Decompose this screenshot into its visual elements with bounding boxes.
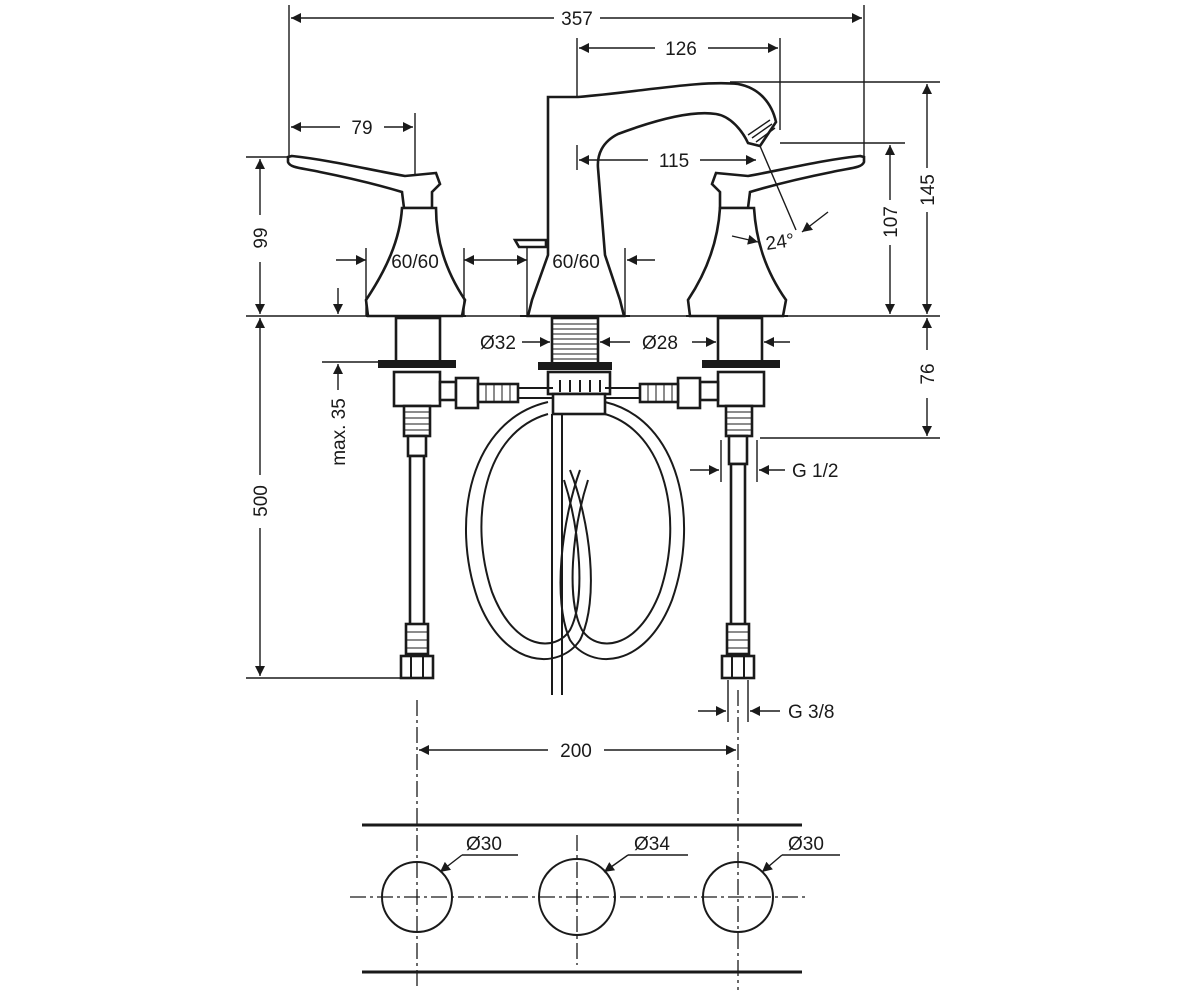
dimension-lines — [246, 5, 940, 990]
dim-60-60-left: 60/60 — [391, 252, 439, 273]
dim-max-35: max. 35 — [329, 398, 350, 466]
dim-107: 107 — [881, 206, 902, 238]
dim-angle: 24° — [764, 230, 795, 255]
dim-115: 115 — [659, 151, 689, 172]
dim-g12: G 1/2 — [792, 461, 838, 482]
dim-126: 126 — [665, 39, 697, 60]
dim-dia-28: Ø28 — [642, 333, 678, 354]
left-handle — [286, 154, 442, 210]
spout — [526, 81, 778, 318]
dim-200: 200 — [560, 741, 592, 762]
popup-lever — [512, 238, 548, 249]
right-valve-body — [686, 206, 788, 318]
dim-76: 76 — [918, 363, 939, 384]
dim-79: 79 — [351, 118, 372, 139]
dim-hole-center: Ø34 — [634, 834, 670, 855]
dim-hole-right: Ø30 — [788, 834, 824, 855]
under-deck-assembly — [378, 316, 780, 695]
mounting-holes-view: Ø30 Ø34 Ø30 — [350, 823, 840, 974]
dim-500: 500 — [251, 485, 272, 517]
dim-145: 145 — [918, 174, 939, 206]
faucet-assembly — [286, 81, 866, 318]
dim-dia-32: Ø32 — [480, 333, 516, 354]
dim-99: 99 — [251, 227, 272, 248]
dim-g38: G 3/8 — [788, 702, 834, 723]
right-handle — [710, 154, 866, 210]
dim-hole-left: Ø30 — [466, 834, 502, 855]
hole-center — [538, 858, 616, 936]
dim-60-60-center: 60/60 — [552, 252, 600, 273]
hole-left — [381, 861, 453, 933]
hole-right — [702, 861, 774, 933]
dim-357: 357 — [561, 9, 593, 30]
dimension-labels: 357 126 79 115 60/60 60/60 24° Ø32 Ø28 G… — [251, 9, 939, 762]
